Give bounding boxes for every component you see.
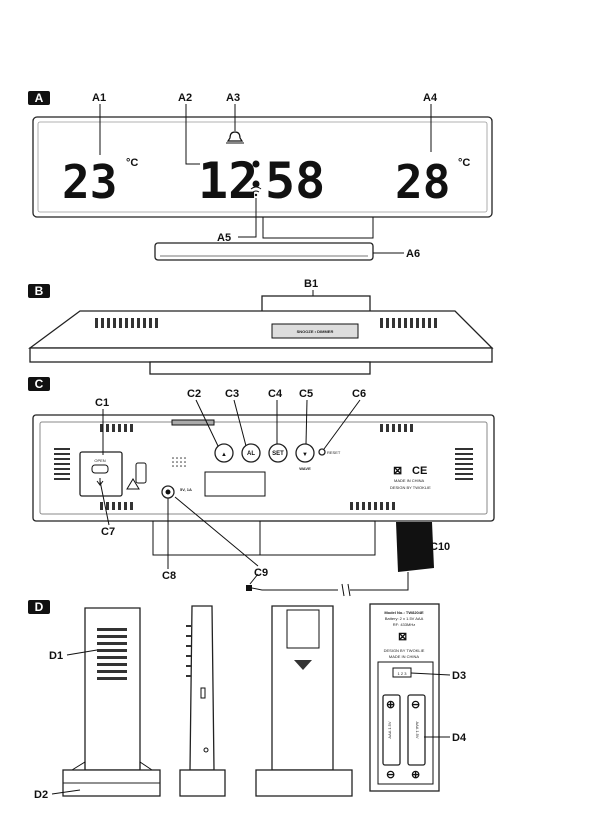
- svg-text:⊕: ⊕: [386, 699, 395, 711]
- label-a6: A6: [406, 248, 420, 260]
- label-c9: C9: [254, 567, 268, 579]
- label-d3: D3: [452, 670, 466, 682]
- clock-base: [155, 243, 373, 260]
- sensor-front-view: [63, 608, 160, 796]
- made-in-china: MADE IN CHINA: [394, 478, 425, 483]
- svg-text:OPEN: OPEN: [94, 458, 105, 463]
- svg-text:AAA 1.5V: AAA 1.5V: [415, 721, 420, 738]
- label-c2: C2: [187, 388, 201, 400]
- svg-text:▲: ▲: [221, 452, 227, 458]
- sensor-open-back-view: Model No.: TW8204E Battery: 2 x 1.5V AAA…: [370, 604, 439, 791]
- svg-text:C: C: [35, 377, 44, 391]
- label-d1: D1: [49, 650, 63, 662]
- label-a2: A2: [178, 92, 192, 104]
- temp-left-digits: 23: [62, 155, 117, 209]
- wave-label: WAVE: [299, 466, 311, 471]
- sensor-made: MADE IN CHINA: [389, 654, 420, 659]
- sensor-model: Model No.: TW8204E: [384, 610, 424, 615]
- time-hour-digits: 12: [198, 152, 258, 210]
- svg-text:⊖: ⊖: [386, 769, 395, 781]
- svg-text:1 2 3: 1 2 3: [398, 671, 408, 676]
- sensor-battery-spec: Battery: 2 x 1.5V AAA: [385, 616, 424, 621]
- svg-text:SET: SET: [272, 451, 284, 457]
- sensor-weee-icon: ⊠: [398, 631, 407, 643]
- label-c6: C6: [352, 388, 366, 400]
- temp-right-digits: 28: [395, 155, 450, 209]
- clock-top-view: [30, 311, 492, 348]
- time-min-digits: 58: [265, 152, 325, 210]
- label-c7: C7: [101, 526, 115, 538]
- power-adapter: [396, 522, 434, 572]
- label-b1: B1: [304, 278, 318, 290]
- label-c4: C4: [268, 388, 283, 400]
- label-a3: A3: [226, 92, 240, 104]
- section-c-badge: C: [28, 377, 50, 391]
- section-b-badge: B: [28, 284, 50, 298]
- svg-text:D: D: [35, 600, 44, 614]
- label-a4: A4: [423, 92, 438, 104]
- ce-mark-icon: CE: [412, 465, 427, 477]
- label-d4: D4: [452, 732, 467, 744]
- label-a1: A1: [92, 92, 106, 104]
- design-by: DESIGN BY TWOKLIE: [390, 485, 431, 490]
- section-d-badge: D: [28, 600, 50, 614]
- reset-label: RESET: [327, 450, 341, 455]
- label-a5: A5: [217, 232, 231, 244]
- svg-text:AAA 1.5V: AAA 1.5V: [387, 721, 392, 738]
- label-d2: D2: [34, 789, 48, 801]
- svg-text:▼: ▼: [302, 452, 308, 458]
- sensor-design: DESIGN BY TWOKLIE: [384, 648, 425, 653]
- svg-text:B: B: [35, 284, 44, 298]
- label-c1: C1: [95, 397, 109, 409]
- power-label: 5V, 1A: [180, 487, 192, 492]
- svg-text:⊖: ⊖: [411, 699, 420, 711]
- label-c10: C10: [430, 541, 450, 553]
- temp-left-unit: °C: [126, 157, 138, 169]
- snooze-dimmer-label: SNOOZE • DIMMER: [297, 329, 334, 334]
- reset-button[interactable]: [319, 449, 325, 455]
- svg-text:A: A: [35, 91, 44, 105]
- label-c5: C5: [299, 388, 313, 400]
- sensor-side-view: [180, 606, 225, 796]
- svg-text:AL: AL: [247, 451, 255, 457]
- sensor-freq: RF: 433MHz: [393, 622, 415, 627]
- temp-right-unit: °C: [458, 157, 470, 169]
- weee-icon: ⊠: [393, 465, 402, 477]
- svg-text:⊕: ⊕: [411, 769, 420, 781]
- label-c8: C8: [162, 570, 176, 582]
- sensor-back-view: [256, 606, 352, 796]
- section-a-badge: A: [28, 91, 50, 105]
- label-c3: C3: [225, 388, 239, 400]
